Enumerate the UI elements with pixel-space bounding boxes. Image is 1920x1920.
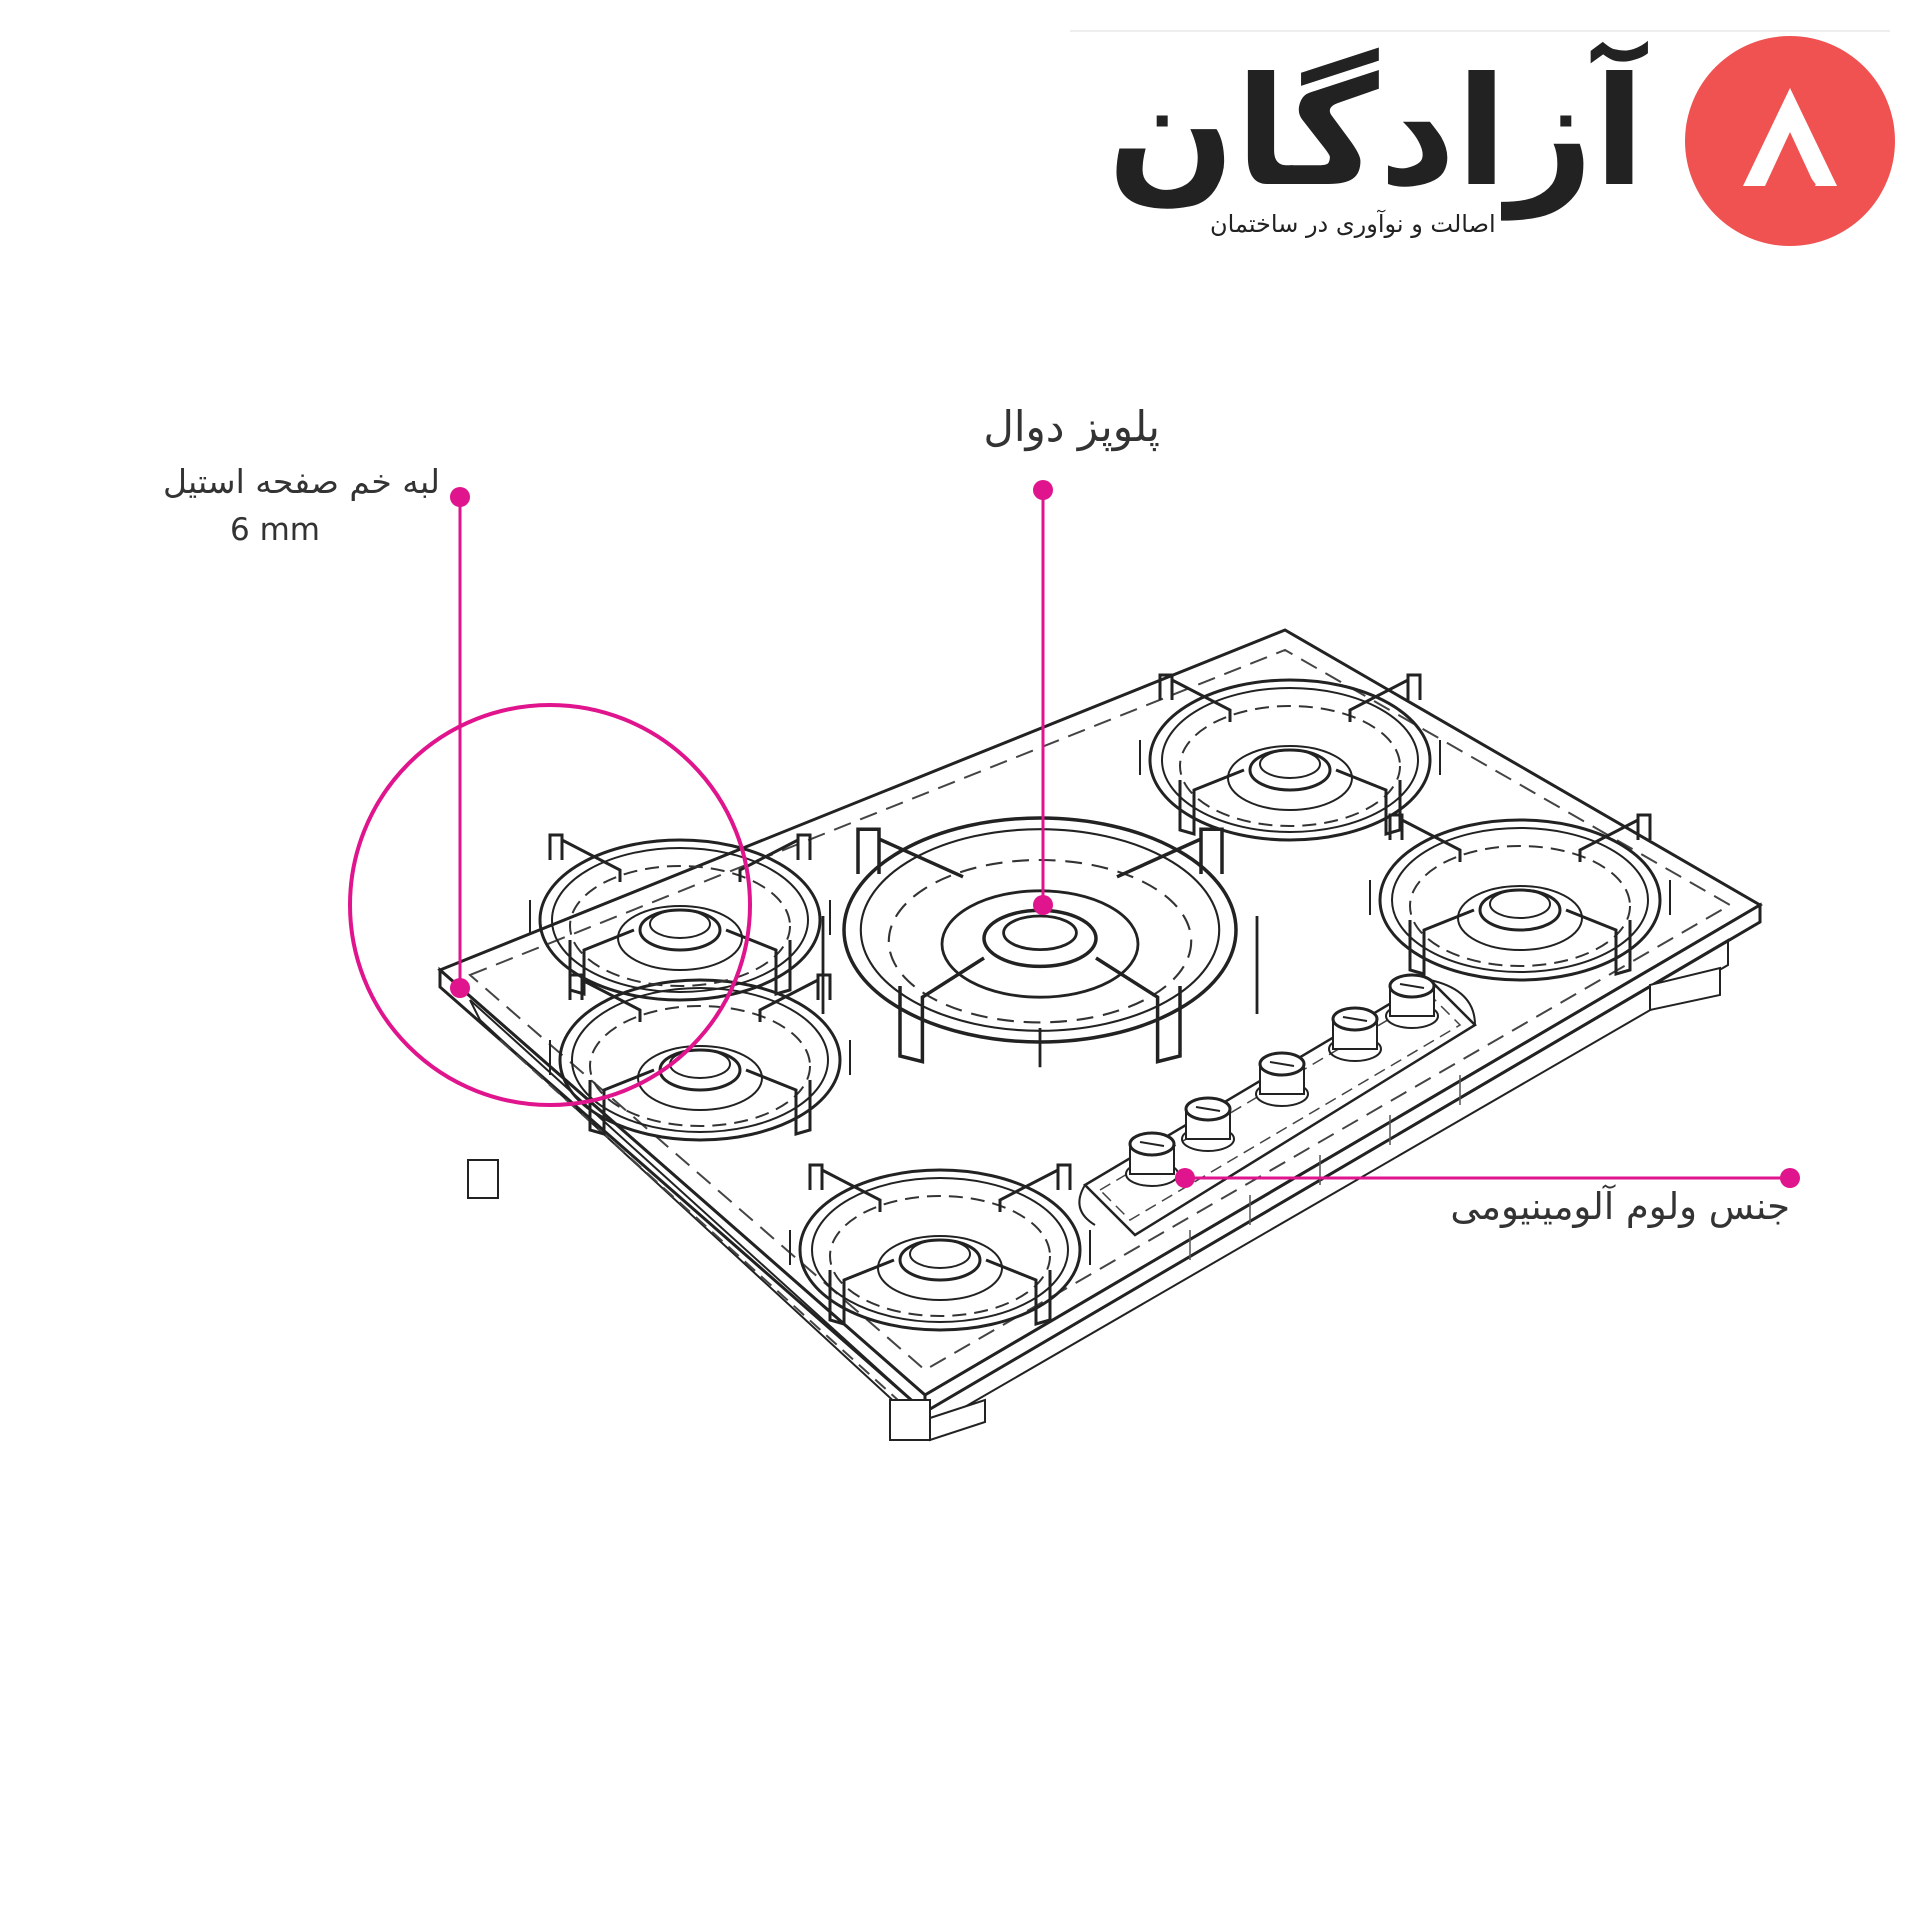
edge-zoom-circle	[348, 703, 752, 1107]
triangle-a-icon	[1685, 36, 1895, 246]
callout-edge-bend: لبه خم صفحه استیل	[163, 462, 440, 501]
callout-leaders	[450, 480, 1800, 1188]
callout-edge-thickness: 6 mm	[230, 512, 320, 548]
brand-name: آزادگان	[1107, 46, 1647, 220]
callout-knob-material: جنس ولوم آلومینیومی	[1450, 1185, 1790, 1228]
wok-burner	[821, 816, 1259, 1068]
callout-wok-burner: پلوپز دوال	[983, 402, 1160, 451]
brand-tagline: اصالت و نوآوری در ساختمان	[1210, 210, 1496, 238]
header-divider	[1070, 30, 1890, 32]
brand-logo: آزادگان اصالت و نوآوری در ساختمان	[1070, 30, 1895, 260]
